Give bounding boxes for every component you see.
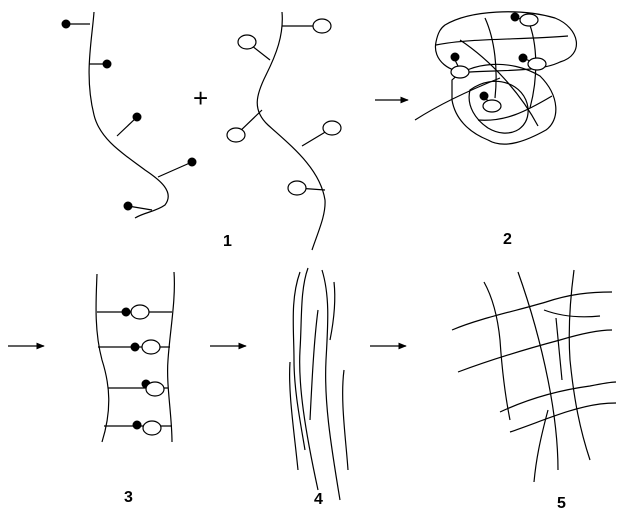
crosslinked-network [452,270,616,482]
stage-label-2: 2 [503,231,512,248]
stage-label-5: 5 [557,495,566,512]
chain-with-dot-groups [62,12,196,218]
stage-label-4: 4 [314,491,323,508]
chain-with-ring-groups [227,12,341,250]
aligned-fibers [290,268,348,500]
stage-label-3: 3 [124,489,133,506]
cross-linked-ladder [96,272,174,442]
tangled-mixture [415,12,576,144]
stage-label-1: 1 [223,233,232,250]
plus-sign: + [193,83,208,113]
